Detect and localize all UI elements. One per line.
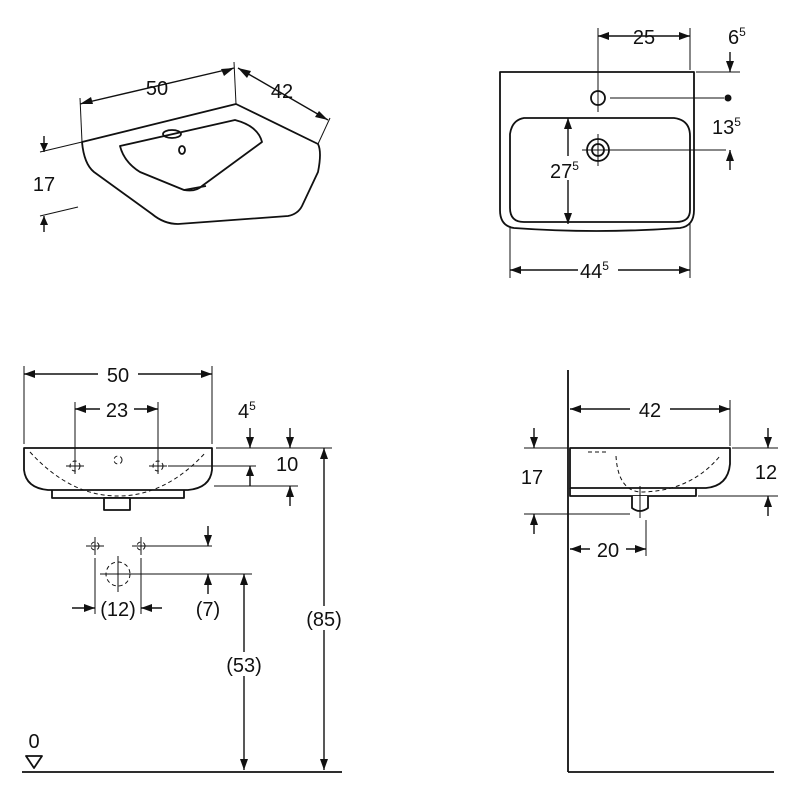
front-outline bbox=[23, 447, 213, 491]
overflow-hole bbox=[178, 145, 186, 155]
tap-hole bbox=[162, 129, 182, 139]
dim-front-rim-height: (85) bbox=[306, 609, 342, 631]
top-outline bbox=[499, 71, 695, 232]
dim-top-bowl-depth: 275 bbox=[550, 159, 579, 183]
side-hidden-bowl bbox=[588, 451, 721, 493]
top-bowl bbox=[509, 117, 691, 223]
dim-side-total-height: 17 bbox=[521, 467, 543, 489]
drain-point bbox=[100, 556, 136, 592]
side-view: 42 17 12 20 bbox=[521, 370, 778, 773]
dim-front-top-to-mount: 45 bbox=[238, 399, 256, 423]
fixing-point-left bbox=[86, 537, 104, 555]
fixing-point-right bbox=[132, 537, 150, 555]
front-drain bbox=[103, 497, 131, 511]
perspective-view: 50 42 17 bbox=[33, 61, 331, 232]
side-outline bbox=[569, 447, 731, 489]
floor-level-label: 0 bbox=[28, 731, 39, 753]
dim-side-depth: 42 bbox=[639, 400, 661, 422]
top-view: 25 65 135 275 445 bbox=[499, 25, 746, 283]
front-mount-hole-left bbox=[66, 458, 84, 474]
dim-front-width: 50 bbox=[107, 365, 129, 387]
front-mount-hole-right bbox=[149, 458, 167, 474]
dim-perspective-width: 50 bbox=[146, 78, 168, 100]
dim-side-drain-from-wall: 20 bbox=[597, 540, 619, 562]
dim-side-body-height: 12 bbox=[755, 462, 777, 484]
dim-perspective-depth: 42 bbox=[271, 81, 293, 103]
dim-top-tap-offset: 25 bbox=[633, 27, 655, 49]
dim-front-mount-to-bottom: 10 bbox=[276, 454, 298, 476]
dim-front-fixing-spacing: (12) bbox=[100, 599, 136, 621]
basin-outline bbox=[81, 103, 321, 225]
basin-bowl bbox=[119, 119, 263, 192]
front-view: 50 23 45 10 bbox=[22, 362, 352, 773]
dim-front-mount-spacing: 23 bbox=[106, 400, 128, 422]
dim-front-fixing-offset: (7) bbox=[196, 599, 220, 621]
dim-front-fixing-height: (53) bbox=[226, 655, 262, 677]
dim-top-bowl-width: 445 bbox=[580, 259, 609, 283]
dim-top-tap-from-back: 65 bbox=[728, 25, 746, 49]
front-hidden-bowl bbox=[29, 451, 207, 497]
dim-top-drain-from-tap: 135 bbox=[712, 115, 741, 139]
dim-perspective-height: 17 bbox=[33, 174, 55, 196]
floor-level-marker bbox=[25, 755, 43, 769]
